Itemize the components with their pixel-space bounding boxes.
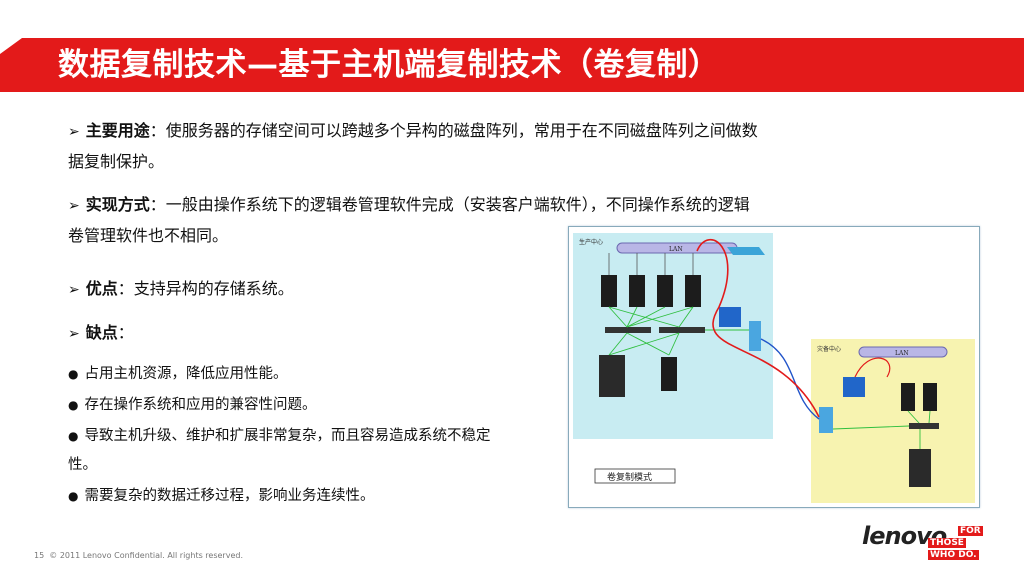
gateway-backup xyxy=(819,407,833,433)
footer: 15 © 2011 Lenovo Confidential. All right… xyxy=(34,551,243,560)
cons-item: ●导致主机升级、维护和扩展非常复杂，而且容易造成系统不稳定 xyxy=(68,428,491,444)
production-center-area xyxy=(573,233,773,439)
page-number: 15 xyxy=(34,551,45,560)
backup-san-switch xyxy=(909,423,939,429)
replication-path xyxy=(696,238,820,418)
cons-label: 缺点 xyxy=(85,323,118,342)
usage-section: ➢主要用途：使服务器的存储空间可以跨越多个异构的磁盘阵列，常用于在不同磁盘阵列之… xyxy=(68,121,758,171)
lenovo-logo: lenovo FOR THOSE WHO DO. xyxy=(862,522,983,560)
gateway-production xyxy=(749,321,761,351)
cons-section: ➢缺点： xyxy=(68,323,134,342)
cons-item-continuation: 性。 xyxy=(68,457,97,473)
lan-label-production: LAN xyxy=(669,246,683,253)
pros-label: 优点 xyxy=(85,279,118,298)
replication-path-backup xyxy=(854,357,891,378)
method-text-1: 一般由操作系统下的逻辑卷管理软件完成（安装客户端软件），不同操作系统的逻辑 xyxy=(165,195,750,214)
wan-link xyxy=(760,338,820,420)
arrow-bullet-icon: ➢ xyxy=(68,326,80,342)
dot-bullet-icon: ● xyxy=(68,429,79,443)
dot-bullet-icon: ● xyxy=(68,367,79,381)
copyright-text: 2011 Lenovo Confidential. All rights res… xyxy=(59,551,243,560)
method-label: 实现方式 xyxy=(85,195,150,214)
usage-text-1: 使服务器的存储空间可以跨越多个异构的磁盘阵列，常用于在不同磁盘阵列之间做数 xyxy=(165,121,758,140)
arrow-bullet-icon: ➢ xyxy=(68,198,80,214)
page-title: 数据复制技术—基于主机端复制技术（卷复制） xyxy=(58,47,720,83)
san-switch-2 xyxy=(659,327,705,333)
volume-replication-diagram: 生产中心 灾备中心 LAN LAN xyxy=(568,226,980,508)
firewall-production xyxy=(719,307,741,327)
title-banner xyxy=(0,38,1024,92)
pros-section: ➢优点：支持异构的存储系统。 xyxy=(68,279,294,298)
copyright-icon: © xyxy=(49,551,58,560)
backup-center-label: 灾备中心 xyxy=(817,345,841,353)
mode-label-box xyxy=(594,468,676,484)
firewall-backup xyxy=(843,377,865,397)
backup-center-area xyxy=(811,339,975,503)
pros-text: 支持异构的存储系统。 xyxy=(133,279,294,298)
cons-item: ●存在操作系统和应用的兼容性问题。 xyxy=(68,397,317,413)
lan-label-backup: LAN xyxy=(895,350,909,357)
method-section: ➢实现方式：一般由操作系统下的逻辑卷管理软件完成（安装客户端软件），不同操作系统… xyxy=(68,195,750,245)
dot-bullet-icon: ● xyxy=(68,398,79,412)
cons-item: ●占用主机资源，降低应用性能。 xyxy=(68,366,288,382)
lan-bar-backup xyxy=(858,346,948,358)
arrow-bullet-icon: ➢ xyxy=(68,282,80,298)
method-text-2: 卷管理软件也不相同。 xyxy=(68,226,229,245)
production-disk xyxy=(661,357,677,391)
network-switch-top xyxy=(727,247,765,255)
usage-text-2: 据复制保护。 xyxy=(68,152,165,171)
fc-links xyxy=(608,306,755,356)
backup-storage xyxy=(909,449,931,487)
backup-servers xyxy=(901,383,937,411)
production-storage xyxy=(599,355,625,397)
arrow-bullet-icon: ➢ xyxy=(68,124,80,140)
cons-item: ●需要复杂的数据迁移过程，影响业务连续性。 xyxy=(68,488,375,504)
usage-label: 主要用途 xyxy=(85,121,150,140)
backup-fc-links xyxy=(832,410,931,449)
dot-bullet-icon: ● xyxy=(68,489,79,503)
production-center-label: 生产中心 xyxy=(579,238,603,246)
production-servers xyxy=(601,275,701,307)
mode-label: 卷复制模式 xyxy=(607,471,652,483)
san-switch-1 xyxy=(605,327,651,333)
